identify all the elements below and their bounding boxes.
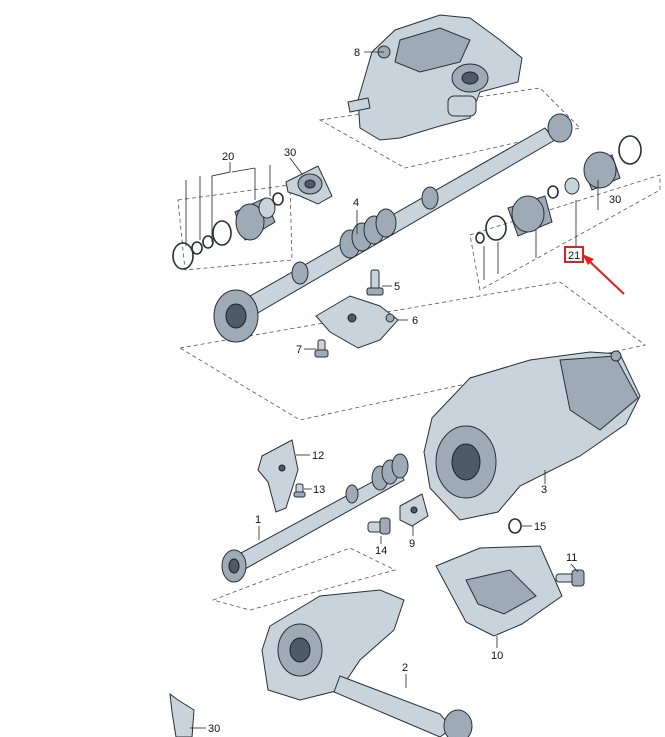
bolt-5-part[interactable]: [366, 269, 384, 296]
callout-30-bottom[interactable]: 30: [208, 723, 220, 735]
callout-11[interactable]: 11: [566, 552, 577, 564]
bracket-12-part[interactable]: [257, 439, 299, 513]
bracket-6-part[interactable]: [315, 295, 399, 349]
callout-4[interactable]: 4: [353, 197, 359, 209]
callout-20[interactable]: 20: [222, 151, 234, 163]
callout-10[interactable]: 10: [491, 650, 503, 662]
front-differential-part[interactable]: [261, 589, 473, 737]
bolt-7-part[interactable]: [314, 339, 329, 358]
callout-30-top[interactable]: 30: [284, 147, 296, 159]
seal-15-part[interactable]: [508, 518, 522, 534]
callout-3[interactable]: 3: [541, 484, 547, 496]
gearbox-part[interactable]: [423, 350, 641, 521]
heat-shield-part[interactable]: [435, 545, 563, 637]
bolt-11-part[interactable]: [555, 569, 585, 587]
callout-6[interactable]: 6: [412, 315, 418, 327]
lower-propshaft-part[interactable]: [221, 453, 409, 583]
callout-7[interactable]: 7: [296, 344, 302, 356]
center-bearing-part[interactable]: [285, 165, 333, 205]
boot-30-lower-part[interactable]: [169, 692, 195, 737]
bolt-14-part[interactable]: [367, 517, 391, 535]
callout-30-right[interactable]: 30: [609, 194, 621, 206]
callout-2[interactable]: 2: [402, 662, 408, 674]
callout-15[interactable]: 15: [534, 521, 546, 533]
callout-9[interactable]: 9: [409, 538, 415, 550]
callout-5[interactable]: 5: [394, 281, 400, 293]
callout-12[interactable]: 12: [312, 450, 324, 462]
bolt-13-part[interactable]: [293, 483, 306, 498]
red-arrow-icon: [582, 254, 625, 295]
callout-labels: 8 20 30 4 5 6 7 30 21 12 13 1 3 15 14 9 …: [208, 47, 621, 735]
callout-8[interactable]: 8: [354, 47, 360, 59]
left-cv-boot-kit[interactable]: [172, 192, 284, 270]
callout-1[interactable]: 1: [255, 514, 261, 526]
leader-lines: [185, 51, 599, 729]
bracket-9-part[interactable]: [399, 493, 429, 527]
right-cv-boot-kit[interactable]: [475, 135, 642, 244]
callout-21[interactable]: 21: [568, 250, 580, 262]
callout-13[interactable]: 13: [313, 484, 325, 496]
rear-differential-part[interactable]: [347, 14, 523, 141]
callout-14[interactable]: 14: [375, 545, 387, 557]
